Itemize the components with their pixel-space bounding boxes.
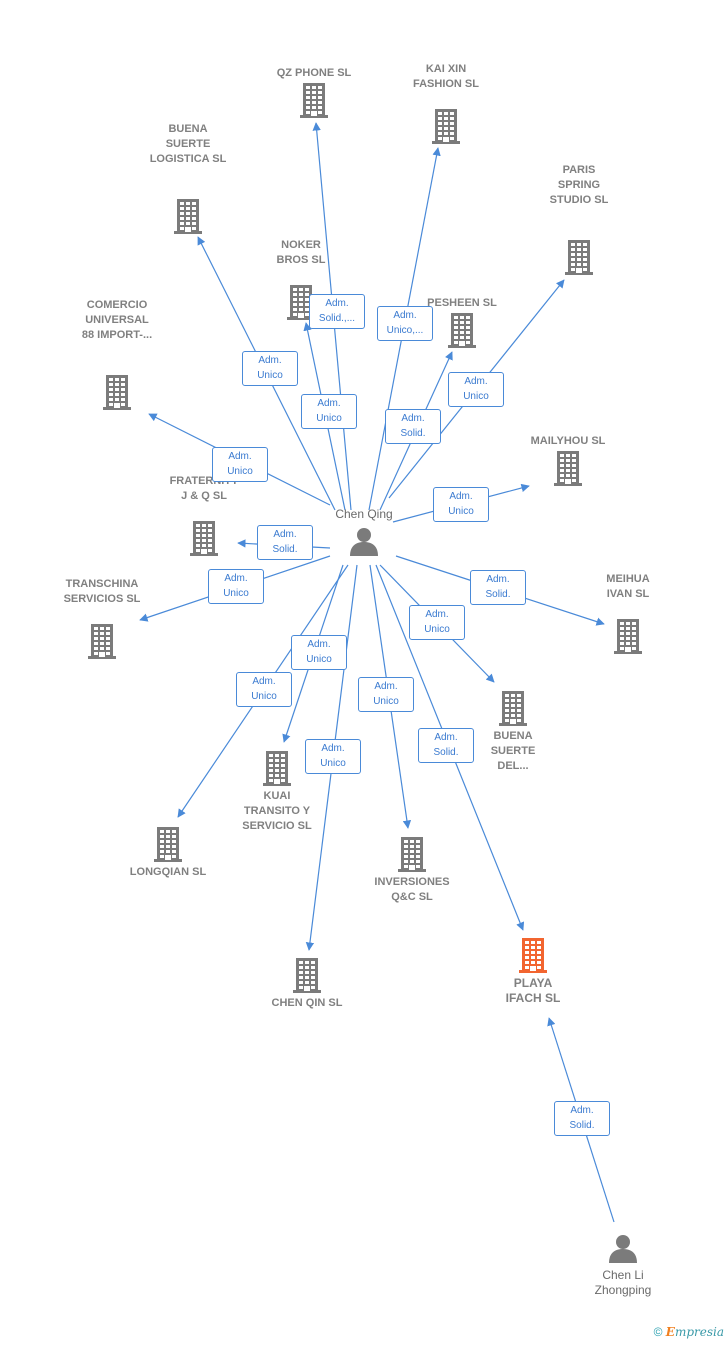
node-label: KAI XIN FASHION SL [412, 63, 479, 90]
node-label: PARIS SPRING STUDIO SL [549, 164, 609, 206]
relation-label[interactable]: Adm. Unico [358, 677, 414, 712]
company-node-qz[interactable]: QZ PHONE SL [259, 67, 369, 118]
relation-label[interactable]: Adm. Unico [291, 635, 347, 670]
company-node-buenadel[interactable]: BUENA SUERTE DEL... [473, 690, 553, 772]
company-node-fraternity[interactable]: FRATERNITY J & Q SL [154, 475, 254, 556]
relation-label[interactable]: Adm. Unico [305, 739, 361, 774]
company-node-pesheen[interactable]: PESHEEN SL [412, 297, 512, 348]
building-icon [174, 198, 202, 239]
relation-label[interactable]: Adm. Unico [212, 447, 268, 482]
person-node-chen_li[interactable]: Chen Li Zhongping [578, 1230, 668, 1297]
node-label: BUENA SUERTE DEL... [490, 730, 536, 772]
company-node-paris[interactable]: PARIS SPRING STUDIO SL [529, 164, 629, 275]
relation-label[interactable]: Adm. Unico [433, 487, 489, 522]
node-label: TRANSCHINA SERVICIOS SL [63, 578, 141, 605]
node-label: Chen Li Zhongping [594, 1268, 652, 1297]
company-node-mailyhou[interactable]: MAILYHOU SL [518, 435, 618, 486]
company-node-kaixin[interactable]: KAI XIN FASHION SL [396, 63, 496, 144]
building-icon [499, 690, 527, 731]
person-icon [608, 1233, 638, 1268]
empresia-logo[interactable]: © Empresia [653, 1325, 724, 1339]
building-icon [614, 618, 642, 659]
company-node-longqian[interactable]: LONGQIAN SL [113, 826, 223, 878]
building-icon [287, 284, 315, 325]
node-label: LONGQIAN SL [129, 866, 207, 878]
relation-label[interactable]: Adm. Solid. [554, 1101, 610, 1136]
node-label: NOKER BROS SL [276, 239, 326, 266]
relation-label[interactable]: Adm. Unico [242, 351, 298, 386]
building-icon [293, 957, 321, 998]
relation-label[interactable]: Adm. Solid. [257, 525, 313, 560]
relation-label[interactable]: Adm. Unico [409, 605, 465, 640]
building-icon [565, 239, 593, 280]
company-node-chenqin[interactable]: CHEN QIN SL [252, 957, 362, 1009]
building-icon [103, 374, 131, 415]
building-icon [554, 450, 582, 491]
building-icon [88, 623, 116, 664]
building-icon [398, 836, 426, 877]
node-label: MAILYHOU SL [530, 435, 606, 447]
building-icon [300, 82, 328, 123]
relation-label[interactable]: Adm. Solid.,... [309, 294, 365, 329]
company-node-meihua[interactable]: MEIHUA IVAN SL [588, 573, 668, 654]
building-icon [154, 826, 182, 867]
node-label: KUAI TRANSITO Y SERVICIO SL [242, 790, 312, 832]
building-icon [432, 108, 460, 149]
relation-label[interactable]: Adm. Unico,... [377, 306, 433, 341]
person-node-chen_qing[interactable]: Chen Qing [319, 507, 409, 561]
company-node-transchina[interactable]: TRANSCHINA SERVICIOS SL [47, 578, 157, 659]
node-label: INVERSIONES Q&C SL [374, 876, 450, 903]
node-label: PLAYA IFACH SL [505, 976, 561, 1005]
node-label: Chen Qing [335, 507, 393, 521]
person-icon [349, 526, 379, 561]
relation-label[interactable]: Adm. Solid. [385, 409, 441, 444]
relation-label[interactable]: Adm. Solid. [470, 570, 526, 605]
building-icon [448, 312, 476, 353]
node-label: COMERCIO UNIVERSAL 88 IMPORT-... [81, 299, 153, 341]
relation-label[interactable]: Adm. Unico [301, 394, 357, 429]
building-icon [519, 937, 547, 978]
relation-label[interactable]: Adm. Unico [236, 672, 292, 707]
node-label: PESHEEN SL [427, 297, 497, 309]
node-label: QZ PHONE SL [276, 67, 352, 79]
node-label: MEIHUA IVAN SL [606, 573, 650, 600]
relation-label[interactable]: Adm. Unico [208, 569, 264, 604]
node-label: CHEN QIN SL [271, 997, 343, 1009]
node-label: BUENA SUERTE LOGISTICA SL [149, 123, 227, 165]
building-icon [263, 750, 291, 791]
relation-label[interactable]: Adm. Unico [448, 372, 504, 407]
relation-label[interactable]: Adm. Solid. [418, 728, 474, 763]
company-node-inversiones[interactable]: INVERSIONES Q&C SL [357, 836, 467, 903]
building-icon [190, 520, 218, 561]
company-node-comercio[interactable]: COMERCIO UNIVERSAL 88 IMPORT-... [62, 299, 172, 410]
company-node-buenalog[interactable]: BUENA SUERTE LOGISTICA SL [133, 123, 243, 234]
company-node-playa[interactable]: PLAYA IFACH SL [483, 937, 583, 1005]
company-node-noker[interactable]: NOKER BROS SL [261, 239, 341, 320]
company-node-kuai[interactable]: KUAI TRANSITO Y SERVICIO SL [222, 750, 332, 832]
